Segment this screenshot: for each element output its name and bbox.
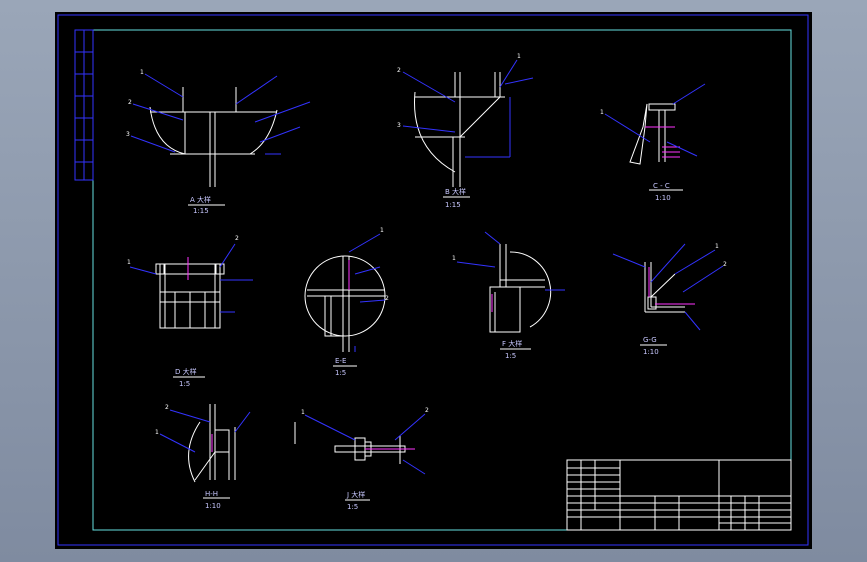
callout-2: 2 xyxy=(128,99,132,106)
callout-1: 1 xyxy=(301,409,305,416)
callout-1: 1 xyxy=(715,243,719,250)
callout-2: 2 xyxy=(723,261,727,268)
view-scale: 1:5 xyxy=(179,380,190,388)
callout-1: 1 xyxy=(517,53,521,60)
view-d: 1 2 D 大样 1:5 xyxy=(127,235,253,388)
view-scale: 1:10 xyxy=(655,194,671,202)
callout-a: 1 xyxy=(127,259,131,266)
view-scale: 1:15 xyxy=(445,201,461,209)
view-scale: 1:5 xyxy=(335,369,346,377)
callout-3: 3 xyxy=(126,131,130,138)
view-h: 2 1 H-H 1:10 xyxy=(155,404,251,510)
view-scale: 1:10 xyxy=(643,348,659,356)
view-a: 1 2 3 A 大样 1:15 xyxy=(126,69,311,215)
view-title: A 大样 xyxy=(190,195,211,204)
view-g: 1 2 G-G 1:10 xyxy=(612,243,727,356)
callout-1: 1 xyxy=(600,109,604,116)
view-title: J 大样 xyxy=(346,490,365,499)
view-title: H-H xyxy=(205,490,218,498)
view-title: B 大样 xyxy=(445,187,466,196)
view-f: 1 F 大样 1:5 xyxy=(452,231,565,360)
callout-2: 2 xyxy=(397,67,401,74)
view-title: D 大样 xyxy=(175,367,197,376)
callout-2: 2 xyxy=(165,404,169,411)
callout-1: 1 xyxy=(140,69,144,76)
callout-3: 3 xyxy=(397,122,401,129)
view-title: E-E xyxy=(335,357,346,365)
inner-frame xyxy=(92,29,792,531)
callout-1: 1 xyxy=(380,227,384,234)
callout-1: 1 xyxy=(155,429,159,436)
title-block xyxy=(566,459,792,531)
view-title: F 大样 xyxy=(502,339,522,348)
view-scale: 1:5 xyxy=(505,352,516,360)
view-j: 1 2 J 大样 1:5 xyxy=(294,407,429,511)
view-scale: 1:10 xyxy=(205,502,221,510)
view-e: 1 2 E-E 1:5 xyxy=(304,227,389,377)
callout-1: 1 xyxy=(452,255,456,262)
view-b: 2 3 1 B 大样 1:15 xyxy=(397,53,534,209)
outer-frame xyxy=(57,14,809,546)
binding-strip-lines xyxy=(75,30,93,180)
view-scale: 1:5 xyxy=(347,503,358,511)
callout-2: 2 xyxy=(235,235,239,242)
callout-2: 2 xyxy=(425,407,429,414)
view-title: C - C xyxy=(653,182,670,190)
view-title: G-G xyxy=(643,336,657,344)
cad-drawing: 1 2 3 A 大样 1:15 2 3 1 B 大样 1:15 xyxy=(57,14,809,546)
view-scale: 1:15 xyxy=(193,207,209,215)
callout-2: 2 xyxy=(385,295,389,302)
view-c: 1 C - C 1:10 xyxy=(600,83,706,202)
drawing-canvas: 1 2 3 A 大样 1:15 2 3 1 B 大样 1:15 xyxy=(55,12,812,549)
